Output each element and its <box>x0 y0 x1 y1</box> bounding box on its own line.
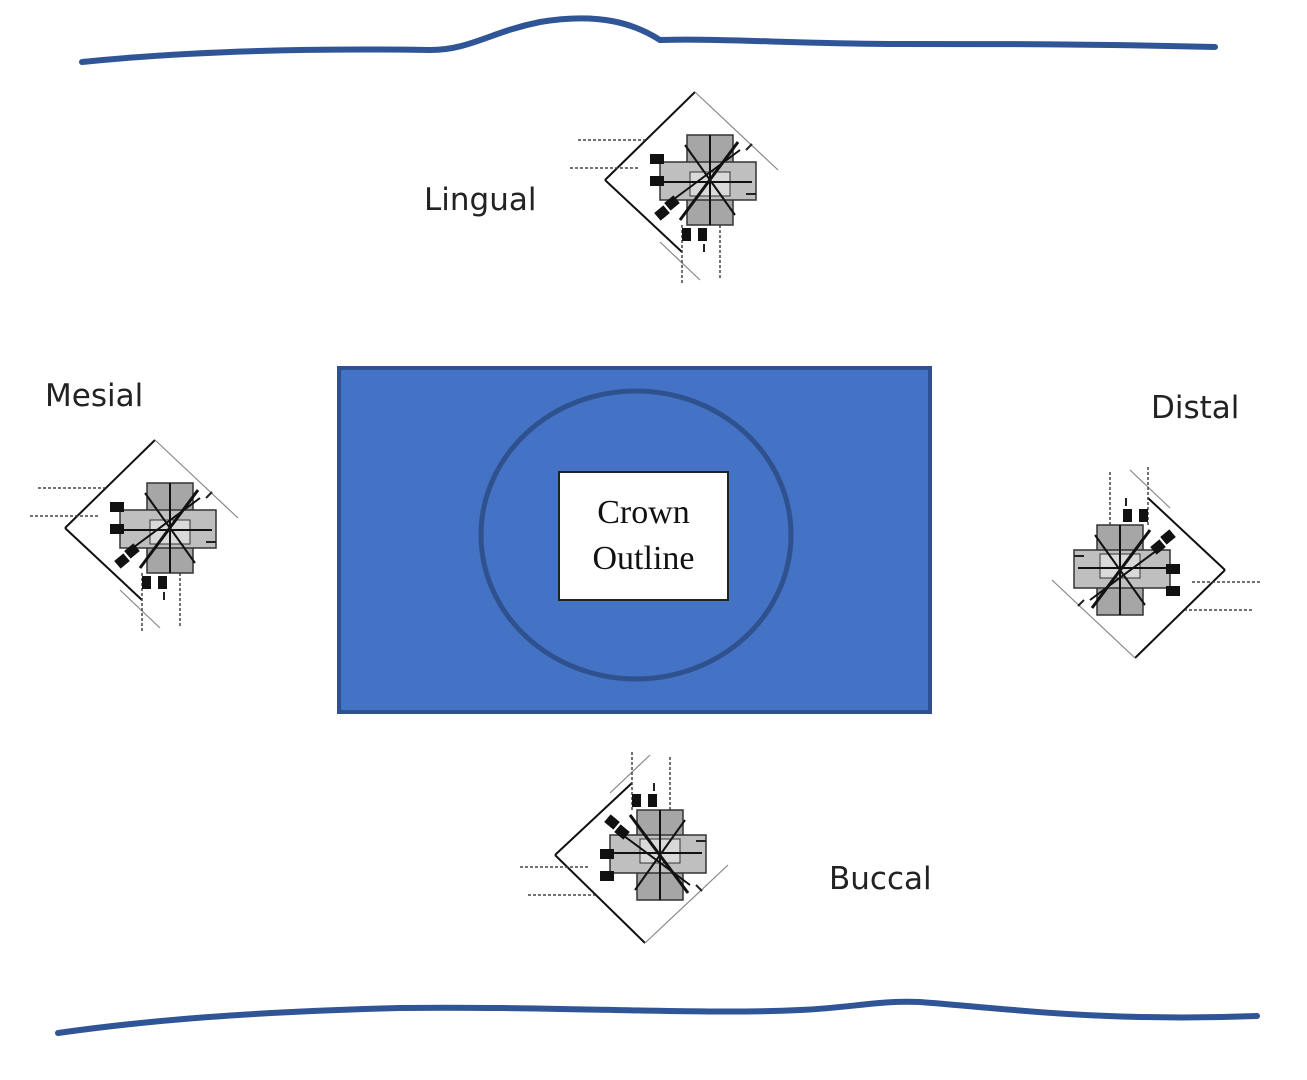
strain-gauge-mesial <box>28 438 240 635</box>
strain-gauge-distal <box>1050 463 1262 660</box>
bottom-wavy-line <box>55 998 1260 1036</box>
crown-label-line1: Crown <box>597 494 690 532</box>
strain-gauge-buccal <box>518 748 730 945</box>
strain-gauge-lingual <box>568 90 780 287</box>
crown-outline-box: Crown Outline <box>558 471 729 601</box>
circle-outline <box>478 388 794 682</box>
label-buccal: Buccal <box>829 861 932 897</box>
label-distal: Distal <box>1151 390 1240 426</box>
label-mesial: Mesial <box>45 378 144 414</box>
top-wavy-line <box>79 15 1218 65</box>
label-lingual: Lingual <box>424 182 537 218</box>
crown-label-line2: Outline <box>592 540 695 577</box>
